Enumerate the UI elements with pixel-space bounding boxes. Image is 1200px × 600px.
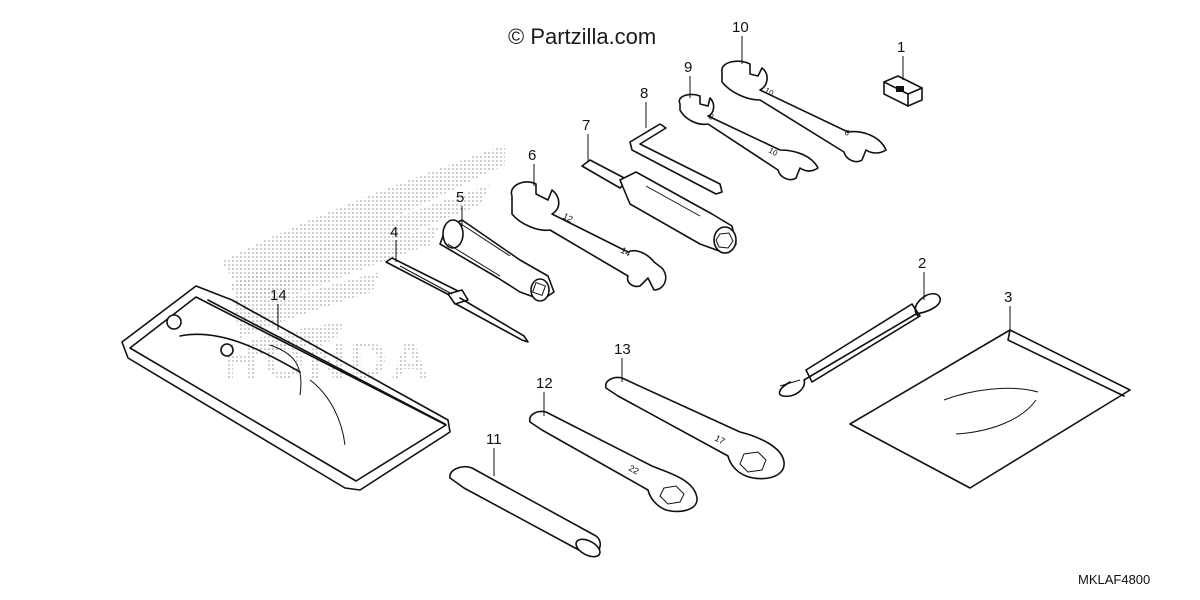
wrench-12-size-mark: 22 (627, 463, 641, 477)
honda-wing-logo: HONDA (222, 145, 505, 390)
callout-7: 7 (582, 117, 590, 134)
callout-9: 9 (684, 59, 692, 76)
part-5-screwdriver-handle (439, 219, 555, 302)
callout-1: 1 (897, 39, 905, 56)
part-14-tool-bag (121, 285, 451, 491)
callout-14: 14 (270, 287, 287, 304)
part-3-document-bag (849, 329, 1131, 489)
callout-4: 4 (390, 224, 398, 241)
part-12-box-wrench: 22 (528, 410, 698, 513)
callout-3: 3 (1004, 289, 1012, 306)
part-6-open-end-wrench: 12 14 (510, 181, 667, 291)
part-7-spark-plug-wrench (581, 159, 737, 254)
copyright-watermark: © Partzilla.com (508, 24, 657, 49)
part-1-clip (883, 75, 923, 107)
callout-6: 6 (528, 147, 536, 164)
wrench-10-size-mark-2: 8 (843, 128, 852, 138)
callout-leaders (277, 36, 1011, 476)
part-13-box-wrench: 17 (604, 376, 785, 480)
callout-11: 11 (486, 431, 502, 448)
callout-12: 12 (536, 375, 553, 392)
callout-8: 8 (640, 85, 648, 102)
part-11-handle-sleeve (449, 465, 602, 558)
diagram-code: MKLAF4800 (1078, 572, 1151, 587)
part-9-wrench: 8 10 (678, 93, 819, 181)
wrench-13-size-mark: 17 (713, 433, 727, 447)
callout-13: 13 (614, 341, 631, 358)
part-8-hex-key (629, 123, 723, 195)
part-10-wrench: 10 8 (721, 60, 887, 163)
wrench-9-size-mark: 8 (707, 112, 716, 122)
callout-10: 10 (732, 19, 749, 36)
part-4-screwdriver (385, 257, 529, 343)
callout-2: 2 (918, 255, 926, 272)
wrench-6-size-mark: 12 (561, 211, 575, 225)
part-2-cable (778, 292, 941, 398)
callout-numbers: 1 2 3 4 5 6 7 8 9 10 11 12 13 14 (270, 19, 1012, 448)
callout-5: 5 (456, 189, 464, 206)
wrench-6-size-mark-2: 14 (619, 245, 633, 259)
